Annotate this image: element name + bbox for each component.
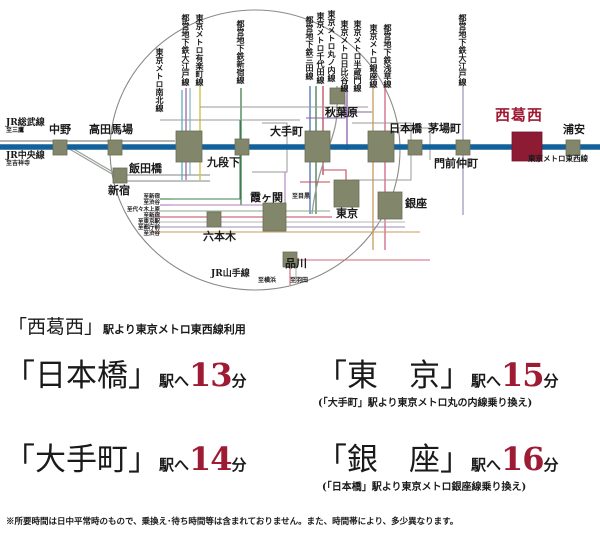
route-to-nihonbashi: 駅へ bbox=[159, 372, 190, 390]
station-box-iidabashi bbox=[175, 130, 203, 163]
station-label-otemachi[interactable]: 大手町 bbox=[270, 125, 303, 138]
route-unit-nihonbashi: 分 bbox=[231, 372, 247, 390]
dest-label-meguro: 至目黒 bbox=[292, 193, 311, 200]
line-label-asakusa: 都営地下鉄浅草線 bbox=[383, 24, 393, 88]
jr-sobu-label: JR総武線 至三鷹 bbox=[6, 119, 45, 134]
route-unit-tokyo: 分 bbox=[543, 372, 559, 390]
intro-rest: 駅より東京メトロ東西線利用 bbox=[103, 323, 246, 336]
travel-time-panel: 「西葛西」駅より東京メトロ東西線利用 「日本橋」駅へ13分 「東 京」駅へ15分… bbox=[0, 300, 600, 540]
station-label-kasumigaseki[interactable]: 霞ヶ関 bbox=[250, 191, 283, 204]
route-minutes-ginza: 16 bbox=[501, 440, 545, 478]
station-label-nishikasai[interactable]: 西葛西 bbox=[495, 106, 544, 124]
route-station-otemachi: 「大手町」 bbox=[4, 442, 159, 478]
station-label-roppongi[interactable]: 六本木 bbox=[203, 230, 236, 243]
route-otemachi: 「大手町」駅へ14分 bbox=[4, 434, 247, 479]
station-label-urayasu[interactable]: 浦安 bbox=[563, 123, 585, 136]
station-box-nakano bbox=[52, 139, 68, 156]
station-box-kudanshita bbox=[234, 138, 250, 156]
route-station-tokyo: 「東 京」 bbox=[316, 358, 471, 394]
station-box-shinjuku bbox=[112, 167, 128, 184]
station-label-nakano[interactable]: 中野 bbox=[49, 123, 71, 136]
route-station-ginza: 「銀 座」 bbox=[316, 442, 471, 478]
railway-route-map: JR総武線 至三鷹 JR中央線 至吉祥寺 中野 高田馬場 新宿 飯田橋 九段下 … bbox=[0, 9, 600, 291]
station-box-akihabara bbox=[329, 87, 346, 105]
station-label-ginza[interactable]: 銀座 bbox=[405, 197, 427, 210]
station-box-otemachi bbox=[304, 130, 331, 163]
dest-label-1: 至新宿 bbox=[143, 194, 160, 200]
map-lines-svg bbox=[0, 9, 600, 291]
line-label-oedo-right: 都営地下鉄大江戸線 bbox=[458, 14, 468, 86]
tozai-line-label: 東京メトロ東西線 bbox=[528, 154, 588, 163]
station-label-tokyo[interactable]: 東京 bbox=[336, 207, 358, 220]
line-label-namboku: 東京メトロ南北線 bbox=[155, 48, 165, 112]
station-box-takadanobaba bbox=[107, 139, 123, 156]
footnote-text: ※所要時間は日中平常時のもので、乗換え･待ち時間等は含まれておりません。また、時… bbox=[6, 517, 459, 527]
route-to-otemachi: 駅へ bbox=[159, 456, 190, 474]
station-box-urayasu bbox=[565, 139, 581, 156]
station-box-nishikasai bbox=[511, 131, 543, 162]
jr-chuo-name: JR中央線 bbox=[6, 151, 45, 161]
dest-label-3: 至代々木上原 bbox=[126, 207, 160, 213]
station-box-monzennakacho bbox=[455, 139, 471, 156]
station-label-nihonbashi[interactable]: 日本橋 bbox=[389, 122, 422, 135]
line-label-mita: 都営地下鉄三田線 bbox=[305, 16, 315, 80]
jr-sobu-dest: 至三鷹 bbox=[6, 127, 25, 134]
line-label-hibiya: 東京メトロ日比谷線 bbox=[340, 20, 350, 92]
station-label-kudanshita[interactable]: 九段下 bbox=[207, 156, 240, 169]
station-label-iidabashi[interactable]: 飯田橋 bbox=[129, 162, 162, 175]
station-box-tokyo bbox=[333, 179, 360, 208]
intro-line: 「西葛西」駅より東京メトロ東西線利用 bbox=[8, 312, 246, 339]
station-box-kasumigaseki bbox=[262, 202, 287, 232]
line-label-hanzomon: 東京メトロ半蔵門線 bbox=[353, 20, 363, 92]
jr-chuo-dest: 至吉祥寺 bbox=[6, 160, 31, 167]
station-box-ginza bbox=[377, 191, 403, 220]
line-label-shinjuku: 都営地下鉄新宿線 bbox=[236, 20, 246, 84]
dest-label-5: 至東京駅 bbox=[137, 219, 160, 225]
station-box-shinagawa bbox=[282, 251, 298, 268]
intro-station: 「西葛西」 bbox=[8, 316, 104, 338]
station-box-kayabacho bbox=[407, 139, 423, 156]
jr-chuo-label: JR中央線 至吉祥寺 bbox=[6, 152, 45, 167]
route-station-nihonbashi: 「日本橋」 bbox=[4, 358, 159, 394]
route-ginza: 「銀 座」駅へ16分 bbox=[316, 434, 559, 479]
line-label-oedo-left: 都営地下鉄大江戸線 bbox=[181, 14, 191, 86]
line-label-chiyoda: 東京メトロ千代田線 bbox=[316, 12, 326, 84]
route-note-ginza: (「日本橋」駅より東京メトロ銀座線乗り換え) bbox=[322, 482, 527, 493]
station-label-takadanobaba[interactable]: 高田馬場 bbox=[89, 123, 133, 136]
dest-label-2: 至渋谷 bbox=[143, 200, 160, 206]
line-label-ginza: 東京メトロ銀座線 bbox=[369, 24, 379, 88]
route-tokyo: 「東 京」駅へ15分 bbox=[316, 350, 559, 395]
route-unit-ginza: 分 bbox=[543, 456, 559, 474]
line-label-marunouchi: 東京メトロ丸ノ内線 bbox=[327, 10, 337, 82]
dest-label-7: 至渋谷 bbox=[143, 231, 160, 237]
station-box-roppongi bbox=[206, 211, 222, 228]
route-unit-otemachi: 分 bbox=[231, 456, 247, 474]
line-label-yurakucho: 東京メトロ有楽町線 bbox=[195, 14, 205, 86]
route-minutes-nihonbashi: 13 bbox=[189, 356, 233, 394]
dest-label-haneda: 至羽田 bbox=[290, 277, 309, 284]
route-to-ginza: 駅へ bbox=[471, 456, 502, 474]
station-box-nihonbashi bbox=[367, 130, 395, 163]
route-minutes-otemachi: 14 bbox=[189, 440, 233, 478]
route-nihonbashi: 「日本橋」駅へ13分 bbox=[4, 350, 247, 395]
station-label-kayabacho[interactable]: 茅場町 bbox=[428, 122, 461, 135]
dest-label-4: 至新宿 bbox=[143, 213, 160, 219]
yamanote-line-label: JR山手線 bbox=[211, 269, 250, 279]
route-note-tokyo: (「大手町」駅より東京メトロ丸の内線乗り換え) bbox=[318, 398, 533, 409]
route-to-tokyo: 駅へ bbox=[471, 372, 502, 390]
dest-label-6: 至都庁前 bbox=[137, 225, 160, 231]
dest-label-yokohama: 至横浜 bbox=[258, 277, 277, 284]
jr-sobu-name: JR総武線 bbox=[6, 118, 45, 128]
route-minutes-tokyo: 15 bbox=[501, 356, 545, 394]
station-label-shinagawa[interactable]: 品川 bbox=[285, 257, 307, 270]
station-label-monzennakacho[interactable]: 門前仲町 bbox=[434, 157, 478, 170]
station-label-akihabara[interactable]: 秋葉原 bbox=[325, 106, 358, 119]
conn-tokyo bbox=[323, 169, 347, 182]
station-label-shinjuku[interactable]: 新宿 bbox=[108, 184, 130, 197]
